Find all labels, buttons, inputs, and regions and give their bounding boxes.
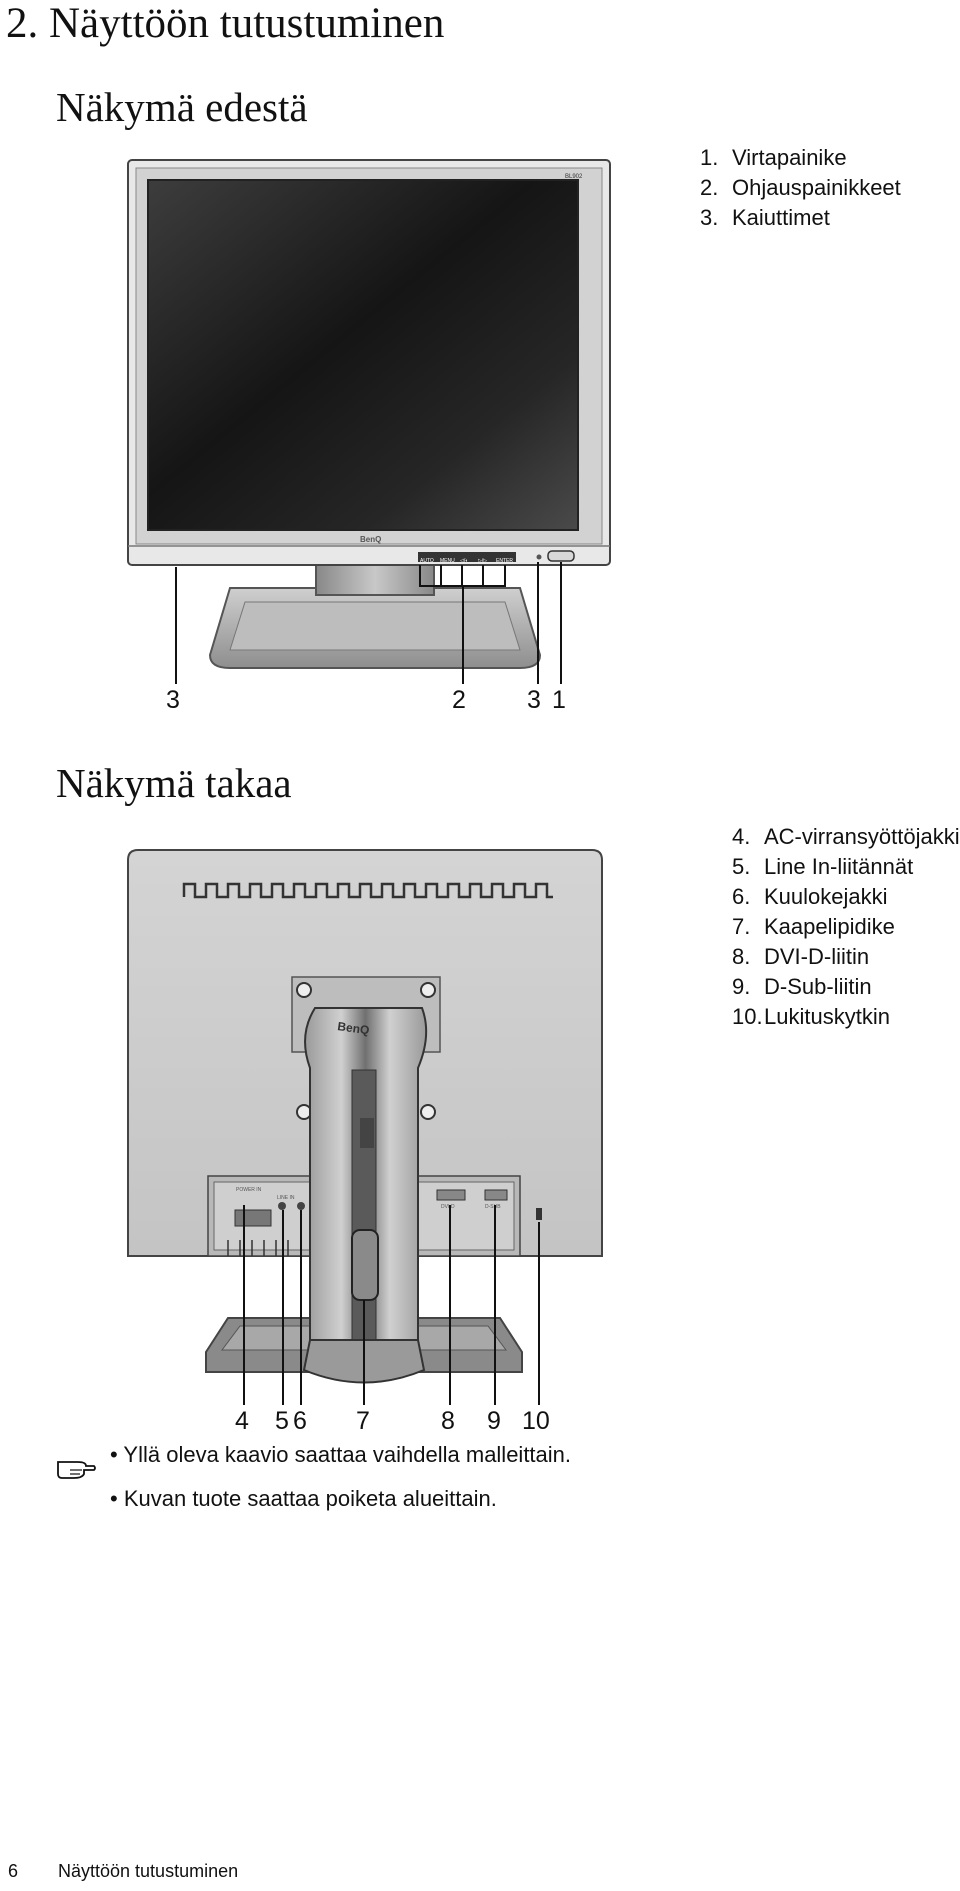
legend-item: 6.Kuulokejakki [732, 884, 888, 909]
port-label: POWER IN [236, 1187, 262, 1193]
callout-number: 6 [293, 1407, 307, 1435]
panel-ribs [227, 1240, 289, 1256]
monitor-screen [147, 179, 579, 531]
callout-number: 2 [452, 686, 466, 714]
callout-number: 4 [235, 1407, 249, 1435]
callout-number: 10 [522, 1407, 550, 1435]
legend-item: 10.Lukituskytkin [732, 1004, 890, 1029]
port-label: LINE IN [277, 1195, 295, 1201]
callout-number: 3 [166, 686, 180, 714]
footer-page-number: 6 [8, 1861, 19, 1881]
lock-slot [536, 1208, 542, 1220]
legend-item: 8.DVI-D-liitin [732, 944, 870, 969]
brand-logo-rear: BenQ [337, 1019, 371, 1037]
callout-number: 8 [441, 1407, 455, 1435]
power-button [547, 550, 575, 562]
legend-item: 4.AC-virransyöttöjakki [732, 824, 960, 849]
page-title: 2. Näyttöön tutustuminen [6, 0, 445, 47]
dvi-port [436, 1189, 466, 1201]
callout-number: 5 [275, 1407, 289, 1435]
model-label: BL902 [565, 174, 583, 180]
bullet-icon: • [110, 1442, 124, 1467]
port-label: DVI-D [441, 1204, 455, 1210]
button-label: MENU [440, 558, 455, 564]
button-label: ◁/◐ [460, 558, 468, 564]
control-buttons [418, 552, 516, 562]
callout-number: 9 [487, 1407, 501, 1435]
callout-lines-rear [243, 1205, 540, 1405]
legend-item: 1.Virtapainike [700, 145, 847, 170]
monitor-front-illustration: BL902 BenQ AUTO MENU ◁/◐ ▷/▷ ENTER [127, 159, 611, 684]
pointing-hand-icon [57, 1461, 96, 1479]
brand-logo-front: BenQ [360, 535, 381, 544]
callout-lines-front [175, 562, 562, 684]
legend-item: 7.Kaapelipidike [732, 914, 895, 939]
cable-holder [351, 1229, 379, 1301]
legend-item: 5.Line In-liitännät [732, 854, 914, 879]
headphone-port [297, 1202, 305, 1210]
button-label: ENTER [496, 558, 513, 564]
callout-number: 3 [527, 686, 541, 714]
bullet-icon: • [110, 1486, 124, 1511]
rear-legend: 4.AC-virransyöttöjakki 5.Line In-liitänn… [732, 822, 960, 1032]
footer-title: Näyttöön tutustuminen [58, 1861, 239, 1881]
legend-item: 2.Ohjauspainikkeet [700, 175, 901, 200]
power-in-port [234, 1209, 272, 1227]
legend-item: 3.Kaiuttimet [700, 205, 830, 230]
line-in-port [278, 1202, 286, 1210]
button-label: AUTO [420, 558, 434, 564]
monitor-rear-illustration: POWER IN LINE IN DVI-D D-SUB BenQ [127, 849, 603, 1405]
front-view-heading: Näkymä edestä [56, 84, 308, 130]
note-item: • Yllä oleva kaavio saattaa vaihdella ma… [110, 1442, 572, 1467]
monitor-neck [315, 564, 435, 596]
callout-number: 1 [552, 686, 566, 714]
callout-number: 7 [356, 1407, 370, 1435]
dsub-port [484, 1189, 508, 1201]
vent-pattern [182, 882, 553, 899]
front-legend: 1.Virtapainike 2.Ohjauspainikkeet 3.Kaiu… [700, 143, 901, 233]
port-label: D-SUB [485, 1204, 501, 1210]
button-label: ▷/▷ [478, 558, 487, 564]
legend-item: 9.D-Sub-liitin [732, 974, 872, 999]
rear-view-heading: Näkymä takaa [56, 760, 292, 806]
note-item: • Kuvan tuote saattaa poiketa alueittain… [110, 1486, 497, 1511]
